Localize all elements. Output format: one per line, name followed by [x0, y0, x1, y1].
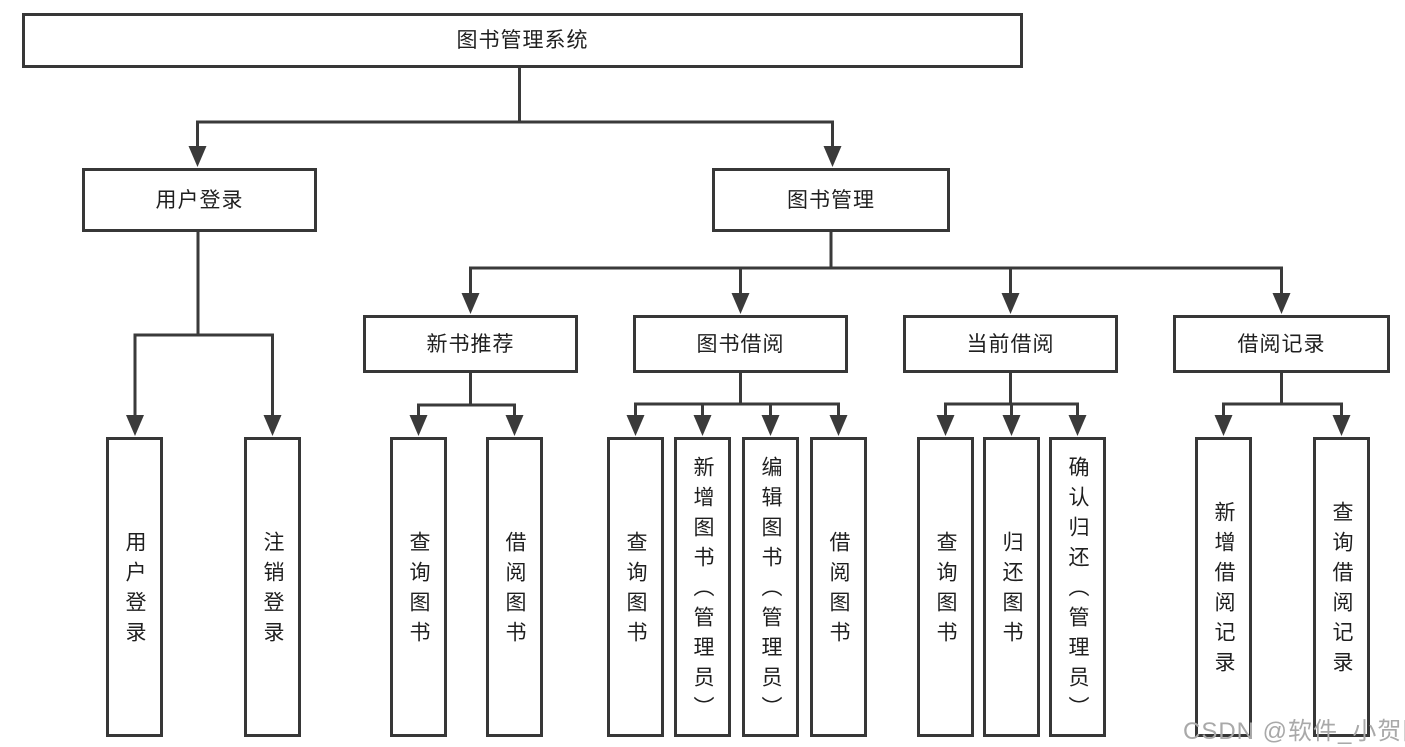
leaf-query-books: 查询图书 [917, 437, 974, 737]
arrow-down-icon [188, 146, 207, 167]
arrow-down-icon [823, 146, 842, 167]
arrow-down-icon [761, 415, 780, 436]
leaf-add-borrow-record: 新增借阅记录 [1195, 437, 1252, 737]
leaf-edit-books-admin: 编辑图书（管理员） [742, 437, 799, 737]
arrow-down-icon [1001, 293, 1020, 314]
arrow-down-icon [1272, 293, 1291, 314]
csdn-watermark: CSDN @软件_小贺同学 [1183, 718, 1405, 745]
arrow-down-icon [126, 415, 144, 436]
arrow-down-icon [1002, 415, 1021, 436]
leaf-confirm-return-admin: 确认归还（管理员） [1049, 437, 1106, 737]
node-user-login: 用户登录 [82, 168, 317, 232]
arrow-down-icon [461, 293, 480, 314]
node-current-borrow: 当前借阅 [903, 315, 1118, 373]
arrow-down-icon [829, 415, 848, 436]
arrow-down-icon [263, 415, 282, 436]
connector-current-branch [944, 369, 1079, 420]
node-root-library-system: 图书管理系统 [22, 13, 1023, 68]
arrow-down-icon [731, 293, 750, 314]
arrow-down-icon [1214, 415, 1233, 436]
leaf-query-borrow-record: 查询借阅记录 [1313, 437, 1370, 737]
arrow-down-icon [626, 415, 645, 436]
arrow-down-icon [1332, 415, 1351, 436]
leaf-logout: 注销登录 [244, 437, 301, 737]
arrow-down-icon [505, 415, 524, 436]
node-book-management: 图书管理 [712, 168, 950, 232]
connector-recommend-branch [417, 369, 516, 420]
connector-login-branch [133, 228, 274, 419]
node-book-borrow: 图书借阅 [633, 315, 848, 373]
arrow-down-icon [1068, 415, 1087, 436]
leaf-return-books: 归还图书 [983, 437, 1040, 737]
connector-records-branch [1222, 369, 1343, 420]
arrow-down-icon [409, 415, 428, 436]
connector-borrow-branch [634, 369, 840, 420]
node-new-book-recommend: 新书推荐 [363, 315, 578, 373]
arrow-down-icon [693, 415, 712, 436]
leaf-query-books: 查询图书 [607, 437, 664, 737]
arrow-down-icon [936, 415, 955, 436]
leaf-borrow-books: 借阅图书 [810, 437, 867, 737]
leaf-add-books-admin: 新增图书（管理员） [674, 437, 731, 737]
leaf-query-books: 查询图书 [390, 437, 447, 737]
leaf-user-login: 用户登录 [106, 437, 163, 737]
connector-manage-branch [469, 228, 1283, 298]
leaf-borrow-books: 借阅图书 [486, 437, 543, 737]
node-borrow-records: 借阅记录 [1173, 315, 1390, 373]
connector-root [196, 64, 834, 150]
